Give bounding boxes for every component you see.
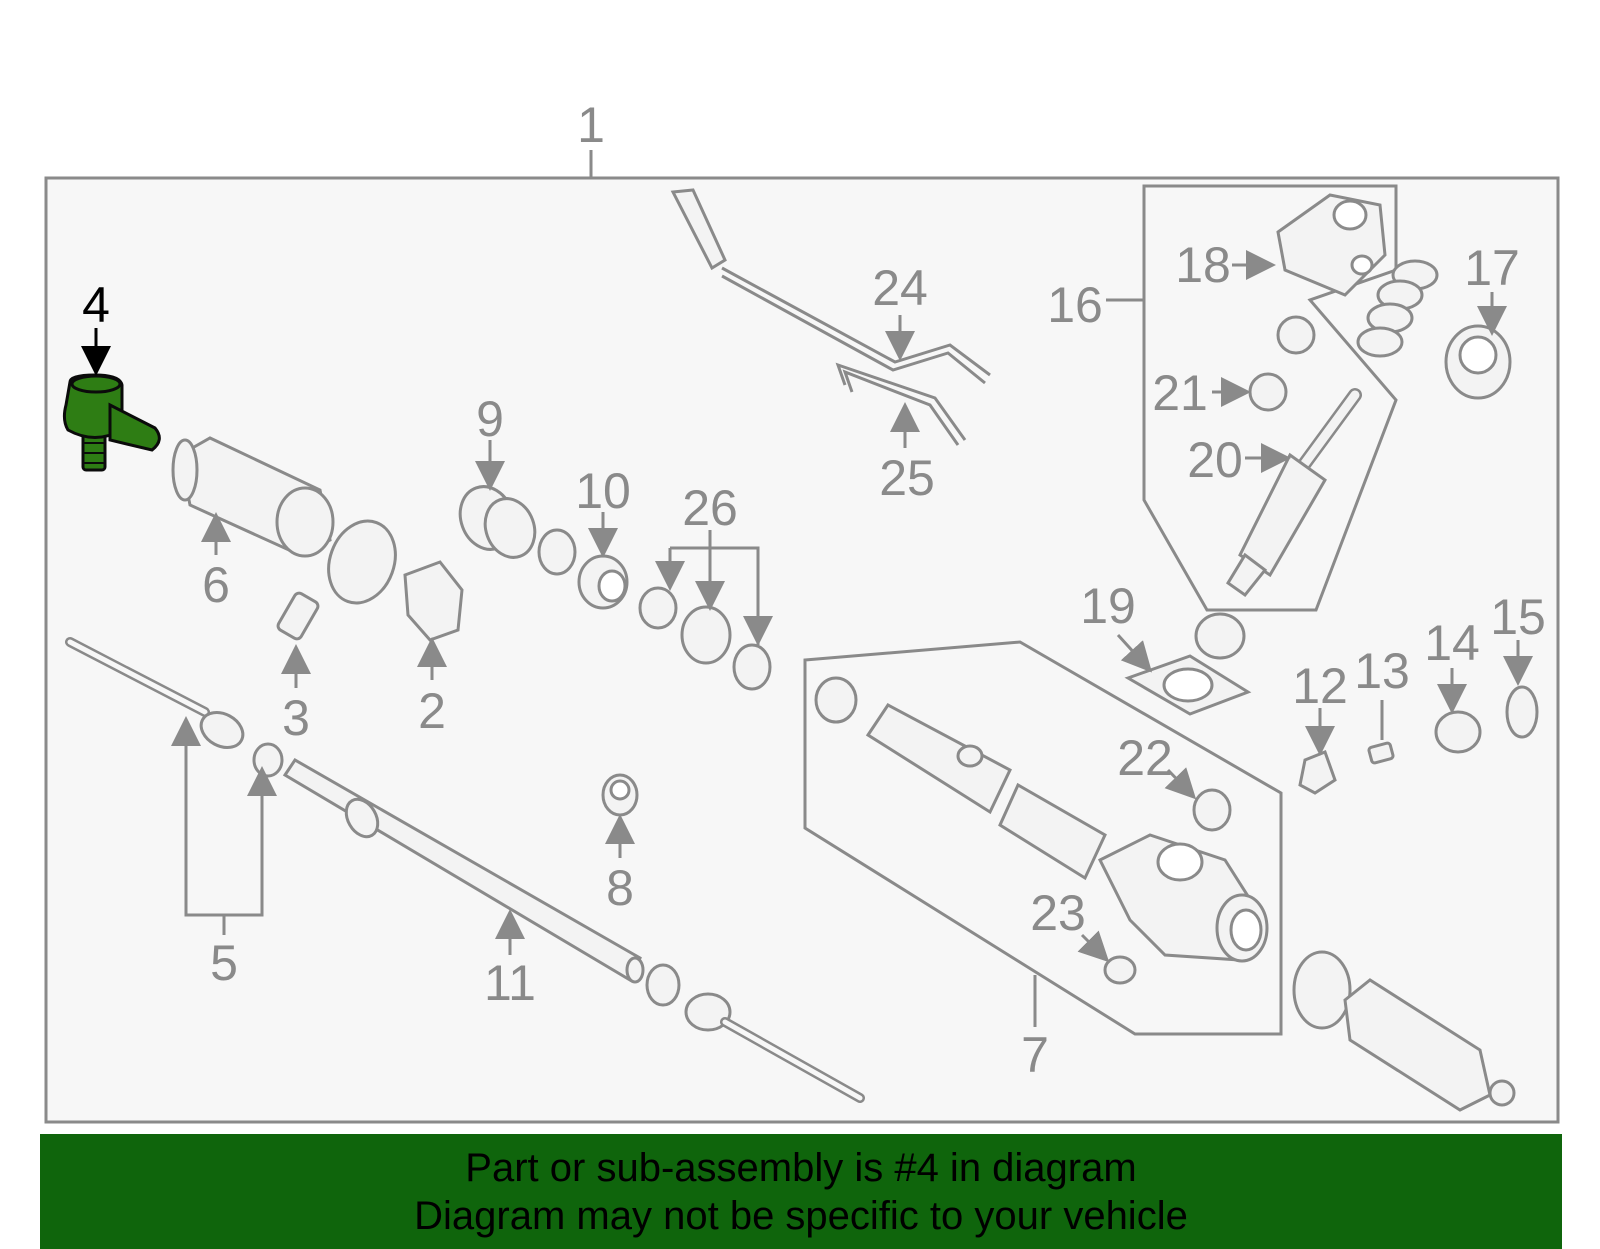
- return-line-part-25[interactable]: [835, 362, 967, 446]
- label-25: 25: [879, 450, 935, 506]
- label-2: 2: [418, 683, 446, 739]
- label-3: 3: [282, 690, 310, 746]
- inner-tie-rod-right: [645, 963, 865, 1103]
- label-20: 20: [1187, 432, 1243, 488]
- label-19: 19: [1080, 578, 1136, 634]
- bushing-part-8[interactable]: [601, 773, 639, 817]
- housing-subassembly-frame: [803, 640, 1283, 1036]
- label-24: 24: [872, 260, 928, 316]
- tie-rod-end-part-4[interactable]: [62, 373, 161, 472]
- pinion-valve-part-20[interactable]: [1225, 388, 1362, 598]
- seal-part-9[interactable]: [452, 479, 577, 576]
- label-10: 10: [575, 463, 631, 519]
- info-banner: Part or sub-assembly is #4 in diagram Di…: [40, 1134, 1562, 1249]
- sleeve-part-3[interactable]: [276, 591, 320, 641]
- label-26: 26: [682, 480, 738, 536]
- label-8: 8: [606, 860, 634, 916]
- spring-part-13[interactable]: [1367, 741, 1395, 765]
- label-16: 16: [1047, 277, 1103, 333]
- label-23: 23: [1030, 885, 1086, 941]
- banner-line-part-number: Part or sub-assembly is #4 in diagram: [465, 1146, 1137, 1190]
- bracket-part-2[interactable]: [403, 560, 464, 642]
- label-1: 1: [577, 97, 605, 153]
- seal-part-22[interactable]: [1192, 788, 1232, 832]
- label-5: 5: [210, 935, 238, 991]
- seals-part-17[interactable]: [1356, 259, 1512, 400]
- label-11: 11: [484, 955, 536, 1011]
- label-7: 7: [1021, 1027, 1049, 1083]
- adjuster-part-14[interactable]: [1434, 710, 1482, 754]
- label-4: 4: [82, 277, 110, 333]
- label-9: 9: [476, 391, 504, 447]
- label-15: 15: [1490, 589, 1546, 645]
- gasket-part-19[interactable]: [1124, 612, 1252, 716]
- bushing-part-10[interactable]: [577, 554, 629, 610]
- pressure-line-part-24[interactable]: [670, 188, 991, 385]
- lock-nut-part-15[interactable]: [1505, 685, 1539, 739]
- label-22: 22: [1117, 730, 1173, 786]
- label-13: 13: [1354, 643, 1410, 699]
- nut-part-23[interactable]: [1103, 955, 1137, 985]
- label-18: 18: [1175, 237, 1231, 293]
- boot-right: [1292, 950, 1516, 1112]
- label-17: 17: [1464, 240, 1520, 296]
- valve-subassembly-frame: [1142, 184, 1398, 612]
- label-6: 6: [202, 557, 230, 613]
- valve-cap-part-18[interactable]: [1276, 193, 1387, 297]
- label-14: 14: [1424, 615, 1480, 671]
- label-12: 12: [1292, 658, 1348, 714]
- boot-part-6[interactable]: [171, 436, 335, 558]
- rack-housing-part-7[interactable]: [814, 676, 1269, 963]
- clamp-ring: [327, 519, 397, 605]
- parts-diagram: 1 2 3 4 5 6 7 8 9 10 11 12 13 14 15 16 1…: [44, 97, 1560, 1124]
- label-21: 21: [1152, 365, 1208, 421]
- banner-line-disclaimer: Diagram may not be specific to your vehi…: [414, 1194, 1188, 1238]
